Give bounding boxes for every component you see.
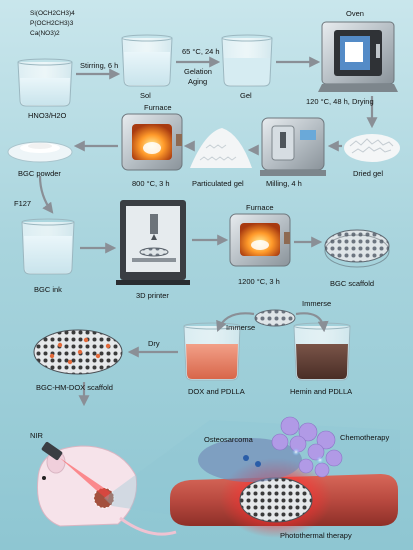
sinter-1-label: 800 °C, 3 h: [132, 179, 170, 188]
tumor-site-zoom: [104, 416, 400, 548]
small-scaffold-disc: [254, 309, 296, 327]
furnace-icon-1: [121, 113, 183, 171]
bgc-powder-dish: [7, 141, 73, 163]
final-scaffold-label: BGC-HM-DOX scaffold: [36, 383, 113, 392]
arrow-immerse-right: [295, 312, 329, 333]
dox-beaker: [183, 322, 241, 381]
gelation-label: Gelation: [184, 67, 212, 76]
aging-temp-label: 65 °C, 24 h: [182, 47, 220, 56]
sol-label: Sol: [140, 91, 151, 100]
photothermal-label: Photothermal therapy: [280, 531, 352, 540]
gel-label: Gel: [240, 91, 252, 100]
solvent-label: HNO3/H2O: [28, 111, 67, 120]
sinter-2-label: 1200 °C, 3 h: [238, 277, 280, 286]
printer-3d-icon: [116, 200, 190, 285]
flow-arrows: [38, 56, 378, 407]
aging-label: Aging: [188, 77, 208, 86]
reagent-label-2: P(OCH2CH3)3: [30, 20, 74, 27]
osteosarcoma-label: Osteosarcoma: [204, 435, 253, 444]
oven-icon: [318, 21, 398, 92]
chemotherapy-label: Chemotherapy: [340, 433, 390, 442]
reagent-label-1: Si(OCH2CH3)4: [30, 10, 75, 17]
immerse-left-label: Immerse: [226, 323, 256, 332]
immerse-right-label: Immerse: [302, 299, 332, 308]
particulated-gel-label: Particulated gel: [192, 179, 244, 188]
milling-label: Milling, 4 h: [266, 179, 302, 188]
bgc-powder-label: BGC powder: [18, 169, 61, 178]
stirring-label: Stirring, 6 h: [80, 61, 119, 70]
precursor-beaker: [17, 58, 73, 107]
bgc-ink-beaker: [21, 218, 75, 275]
furnace-1-label: Furnace: [144, 103, 172, 112]
arrow-to-ink: [38, 175, 54, 214]
dox-pdlla-label: DOX and PDLLA: [188, 387, 245, 396]
nir-label: NIR: [30, 431, 43, 440]
mill-icon: [260, 117, 326, 176]
printer-label: 3D printer: [136, 291, 169, 300]
furnace-icon-2: [229, 213, 291, 267]
f127-label: F127: [14, 199, 32, 208]
bgc-ink-label: BGC ink: [34, 285, 62, 294]
drying-label: 120 °C, 48 h, Drying: [306, 97, 374, 106]
final-scaffold-disc: [33, 329, 123, 375]
arrow-immerse-left: [216, 312, 255, 333]
sol-beaker: [121, 34, 173, 87]
bgc-scaffold-label: BGC scaffold: [330, 279, 375, 288]
laser-device-icon: [41, 441, 110, 500]
dried-gel-label: Dried gel: [353, 169, 384, 178]
furnace-2-label: Furnace: [246, 203, 274, 212]
dry-label: Dry: [148, 339, 160, 348]
bgc-scaffold-disc: [324, 229, 390, 268]
particulated-gel-pile: [190, 128, 252, 168]
reagent-label-3: Ca(NO3)2: [30, 30, 60, 37]
oven-label: Oven: [346, 9, 364, 18]
dried-gel-pile: [344, 134, 400, 162]
hemin-pdlla-label: Hemin and PDLLA: [290, 387, 353, 396]
gel-beaker: [221, 34, 273, 87]
hemin-beaker: [293, 322, 351, 381]
